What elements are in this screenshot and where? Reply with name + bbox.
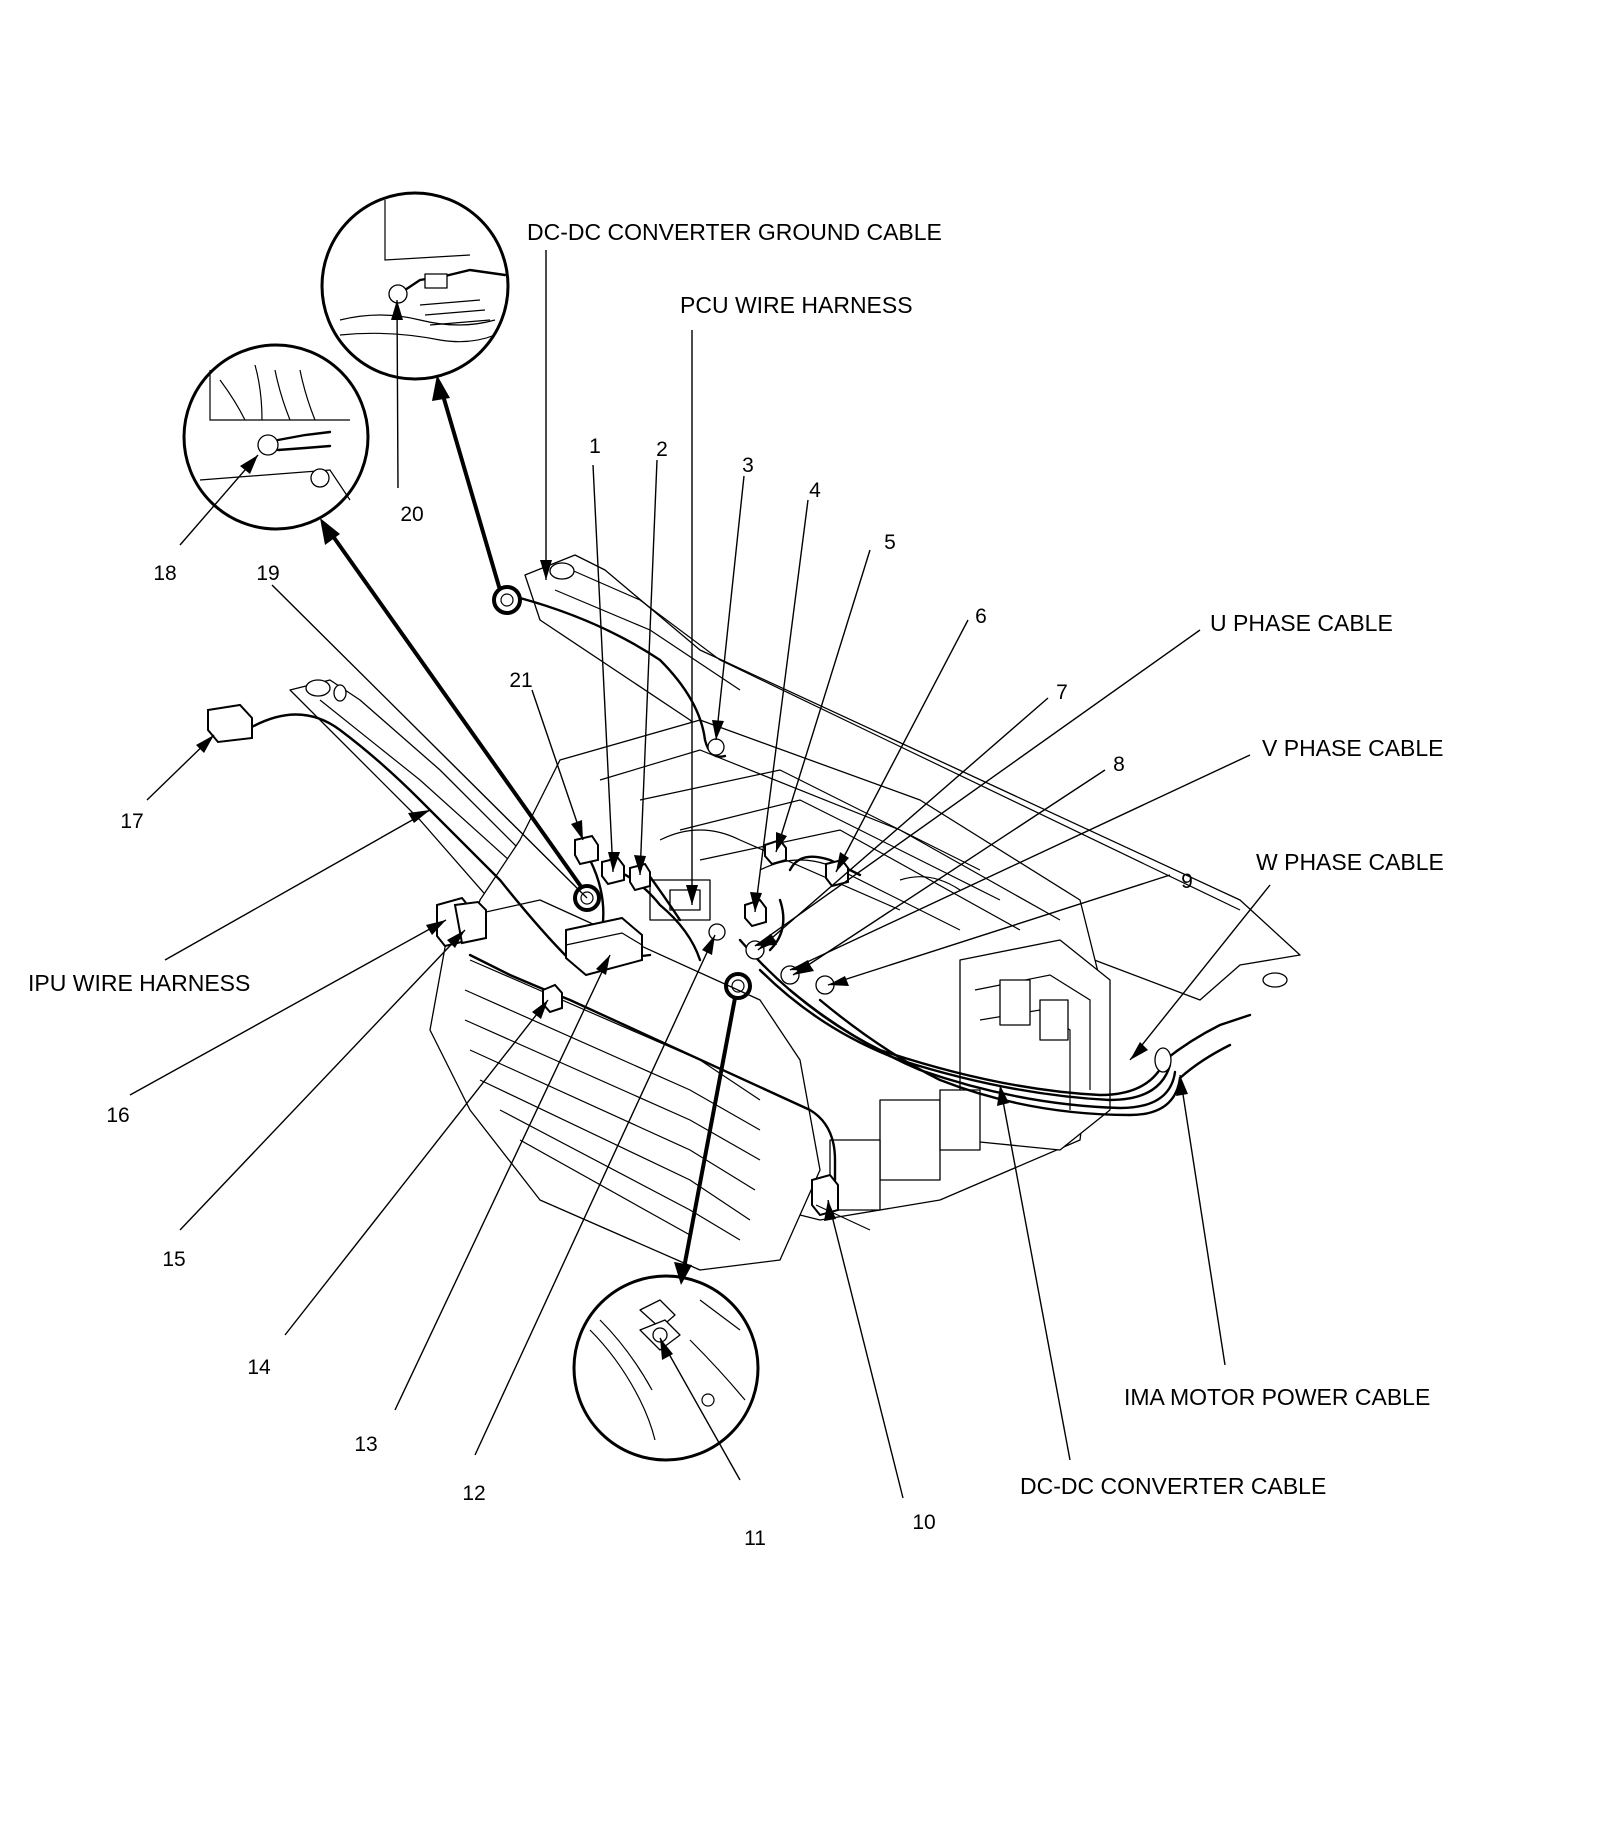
ima-motor-cable-boot <box>1154 1047 1172 1073</box>
callout-21: 21 <box>509 669 532 692</box>
terminal-3 <box>707 738 725 756</box>
connector-4 <box>744 898 767 928</box>
detail-view-18 <box>182 343 370 531</box>
label-dc-dc-converter-cable: DC-DC CONVERTER CABLE <box>1020 1473 1326 1499</box>
detail-view-11 <box>572 1274 760 1462</box>
detail-view-20 <box>320 191 510 381</box>
label-u-phase-cable: U PHASE CABLE <box>1210 610 1393 636</box>
connector-21 <box>574 834 599 866</box>
callout-7: 7 <box>1056 681 1068 704</box>
leader-lines <box>129 250 1271 1499</box>
text-labels: DC-DC CONVERTER GROUND CABLE PCU WIRE HA… <box>28 219 1444 1499</box>
connector-13 <box>565 916 643 977</box>
callout-2: 2 <box>656 438 668 461</box>
callout-20: 20 <box>400 503 423 526</box>
label-w-phase-cable: W PHASE CABLE <box>1256 849 1444 875</box>
callout-17: 17 <box>120 810 143 833</box>
ground-terminal-20 <box>492 585 522 615</box>
callout-6: 6 <box>975 605 987 628</box>
callout-3: 3 <box>742 454 754 477</box>
callout-4: 4 <box>809 479 821 502</box>
callout-10: 10 <box>912 1511 935 1534</box>
label-pcu-wire-harness: PCU WIRE HARNESS <box>680 292 913 318</box>
callout-13: 13 <box>354 1433 377 1456</box>
label-ima-motor-power-cable: IMA MOTOR POWER CABLE <box>1124 1384 1430 1410</box>
connector-10 <box>811 1173 839 1217</box>
callout-16: 16 <box>106 1104 129 1127</box>
callout-11: 11 <box>744 1527 766 1550</box>
label-ipu-wire-harness: IPU WIRE HARNESS <box>28 970 250 996</box>
connector-2 <box>629 862 651 892</box>
connectors <box>207 585 1172 1231</box>
terminal-12 <box>708 923 726 941</box>
ground-terminal-19 <box>573 884 601 912</box>
callout-1: 1 <box>589 435 601 458</box>
callout-8: 8 <box>1113 753 1125 776</box>
connector-14 <box>542 983 563 1014</box>
ground-terminal-11 <box>724 972 752 1000</box>
connector-5 <box>764 838 787 866</box>
callout-19: 19 <box>256 562 279 585</box>
callout-15: 15 <box>162 1248 185 1271</box>
arrowheads <box>196 300 1188 1360</box>
callout-5: 5 <box>884 531 896 554</box>
callout-18: 18 <box>153 562 176 585</box>
pcu-unit-illustration <box>289 554 1301 1271</box>
label-dc-dc-converter-ground-cable: DC-DC CONVERTER GROUND CABLE <box>527 219 942 245</box>
callout-14: 14 <box>247 1356 271 1379</box>
label-v-phase-cable: V PHASE CABLE <box>1262 735 1444 761</box>
cables <box>248 596 1252 1182</box>
terminal-8 <box>780 965 800 985</box>
callout-12: 12 <box>462 1482 485 1505</box>
callout-numbers: 1 2 3 4 5 6 7 8 9 10 11 12 13 14 15 16 1… <box>106 435 1193 1550</box>
connector-17 <box>207 703 253 744</box>
callout-9: 9 <box>1181 870 1193 893</box>
